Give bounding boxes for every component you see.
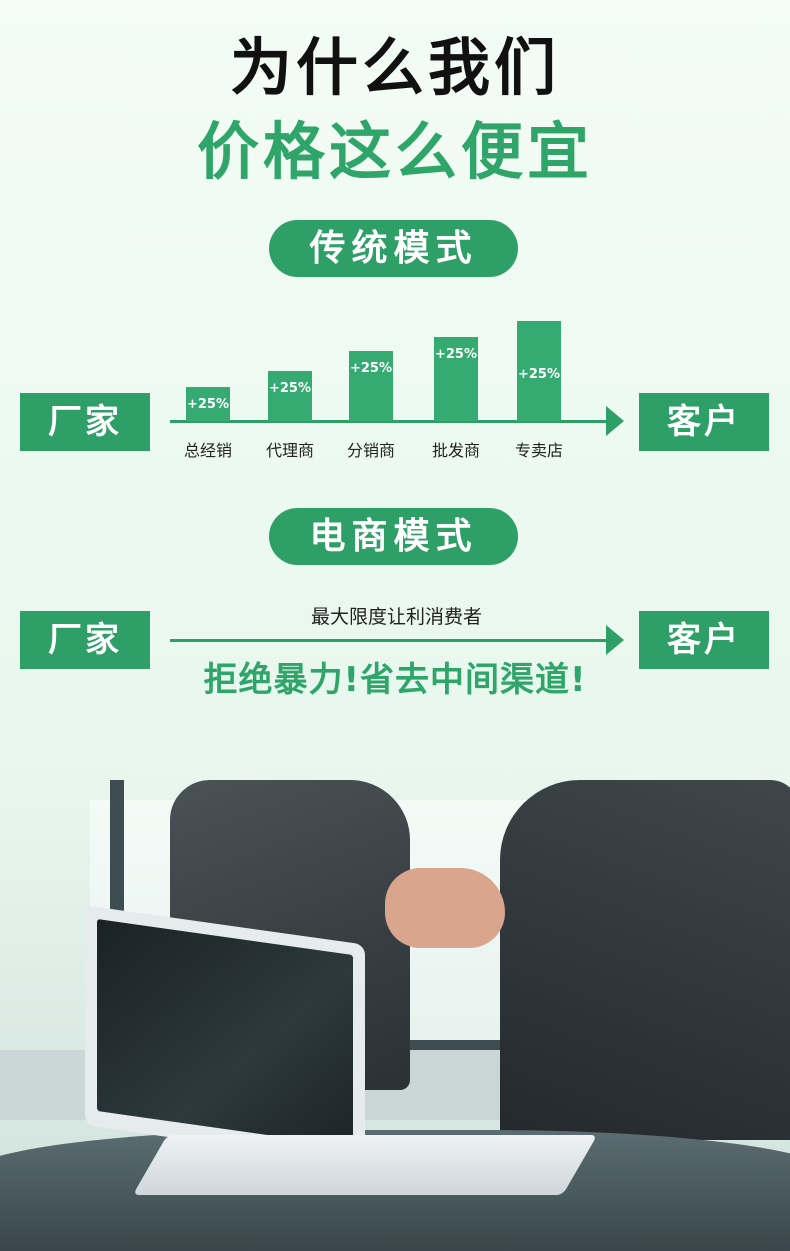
stage-bar-2: +25% [268,371,312,421]
traditional-manufacturer-box: 厂家 [20,393,150,451]
stage-markup: +25% [517,367,560,382]
stage-label-5: 专卖店 [514,441,563,460]
stage-markup: +25% [186,397,229,412]
stage-bar-5: +25% [517,321,561,421]
stage-markup: +25% [349,361,392,376]
headline-line-2: 价格这么便宜 [196,115,593,188]
stage-label-2: 代理商 [265,441,314,460]
handshake-laptop-photo [0,760,790,1251]
stage-label-4: 批发商 [431,441,480,460]
ecommerce-slogan: 拒绝暴力!省去中间渠道! [203,660,587,700]
stage-markup: +25% [434,347,477,362]
ecommerce-model-pill: 电商模式 [269,508,518,565]
ecommerce-manufacturer-box: 厂家 [20,611,150,669]
laptop-display [97,919,353,1147]
stage-bar-1: +25% [186,387,230,421]
handshake [385,868,505,948]
laptop-keyboard-base [132,1135,598,1195]
traditional-model-pill: 传统模式 [269,220,518,277]
headline-line-1: 为什么我们 [229,31,560,104]
stage-markup: +25% [268,381,311,396]
traditional-arrow-head-icon [606,406,624,436]
laptop-screen [85,905,365,1165]
stage-bar-3: +25% [349,351,393,421]
businessman-right [500,780,790,1140]
ecommerce-arrow-head-icon [606,625,624,655]
stage-label-3: 分销商 [346,441,395,460]
ecommerce-customer-box: 客户 [639,611,769,669]
traditional-customer-box: 客户 [639,393,769,451]
stage-bar-4: +25% [434,337,478,421]
traditional-arrow-line [170,420,610,423]
stage-label-1: 总经销 [183,441,232,460]
ecommerce-caption: 最大限度让利消费者 [310,606,482,628]
ecommerce-arrow-line [170,639,610,642]
